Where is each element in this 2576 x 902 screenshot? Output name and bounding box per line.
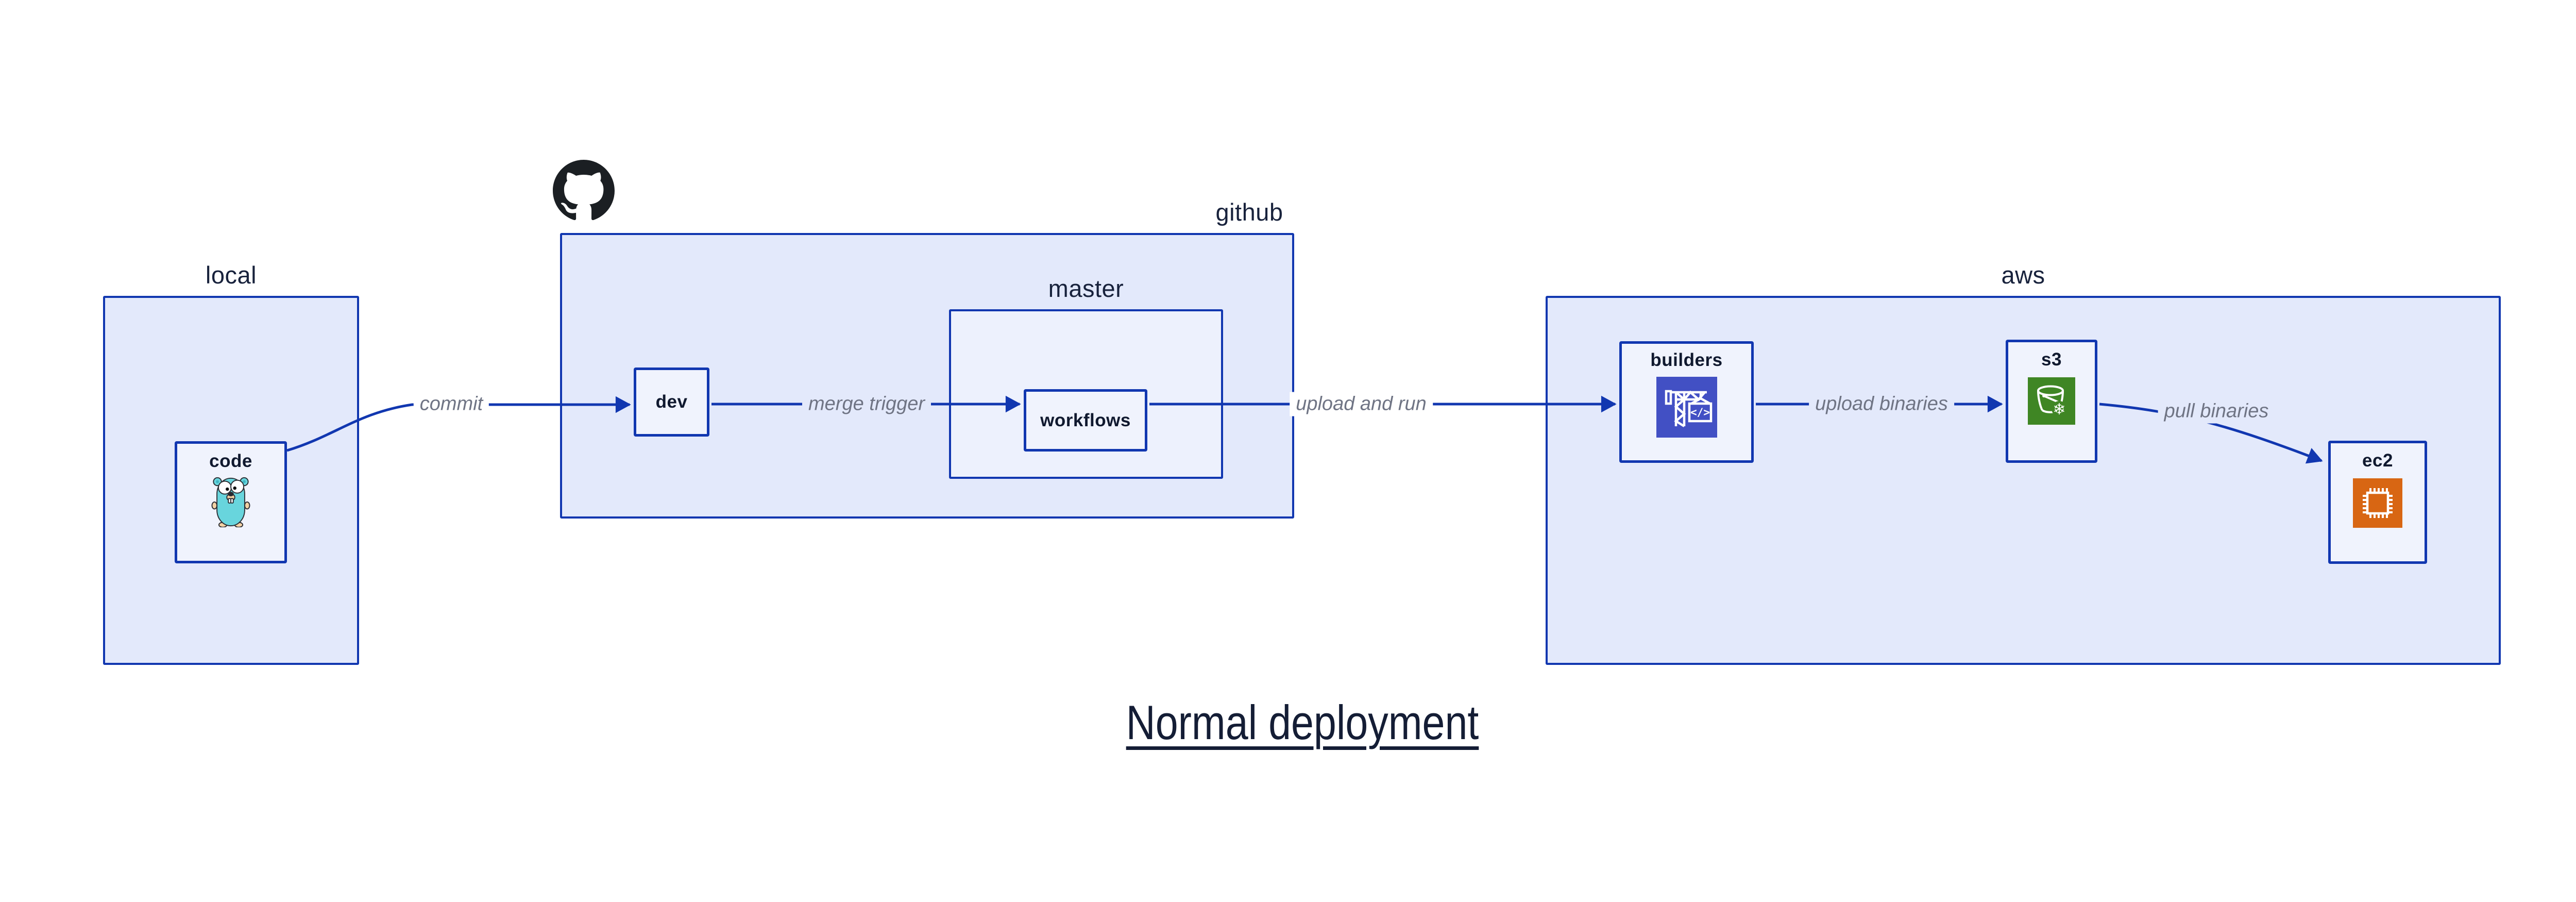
go-gopher-icon bbox=[211, 477, 250, 527]
github-octocat-icon bbox=[553, 160, 615, 221]
edge-label-upload-binaries: upload binaries bbox=[1809, 392, 1954, 416]
group-label-aws: aws bbox=[2001, 261, 2045, 289]
node-code: code bbox=[175, 441, 287, 563]
group-label-github: github bbox=[1215, 198, 1283, 226]
node-label-builders: builders bbox=[1650, 350, 1723, 370]
edge-label-commit: commit bbox=[413, 392, 489, 416]
node-workflows: workflows bbox=[1024, 389, 1147, 452]
node-builders: builders </> bbox=[1619, 341, 1754, 463]
edge-label-upload-and-run: upload and run bbox=[1290, 392, 1433, 416]
node-label-code: code bbox=[209, 451, 252, 471]
node-label-workflows: workflows bbox=[1040, 410, 1131, 430]
s3-bucket-snowflake-icon: ❄ bbox=[2028, 377, 2075, 425]
node-label-dev: dev bbox=[655, 392, 688, 412]
node-ec2: ec2 bbox=[2328, 441, 2427, 564]
ec2-chip-icon bbox=[2353, 478, 2402, 528]
node-label-ec2: ec2 bbox=[2362, 450, 2393, 471]
group-label-local: local bbox=[205, 261, 257, 289]
node-label-s3: s3 bbox=[2041, 349, 2062, 370]
edge-label-pull-binaries: pull binaries bbox=[2158, 399, 2275, 424]
diagram-title: Normal deployment bbox=[1126, 695, 1479, 749]
snowflake-glyph: ❄ bbox=[2053, 400, 2065, 419]
node-dev: dev bbox=[634, 368, 709, 437]
codebuild-crane-icon: </> bbox=[1656, 377, 1717, 438]
group-label-master: master bbox=[1048, 275, 1124, 302]
code-glyph: </> bbox=[1690, 406, 1710, 419]
edge-label-merge-trigger: merge trigger bbox=[802, 392, 931, 416]
node-s3: s3 ❄ bbox=[2006, 340, 2097, 463]
